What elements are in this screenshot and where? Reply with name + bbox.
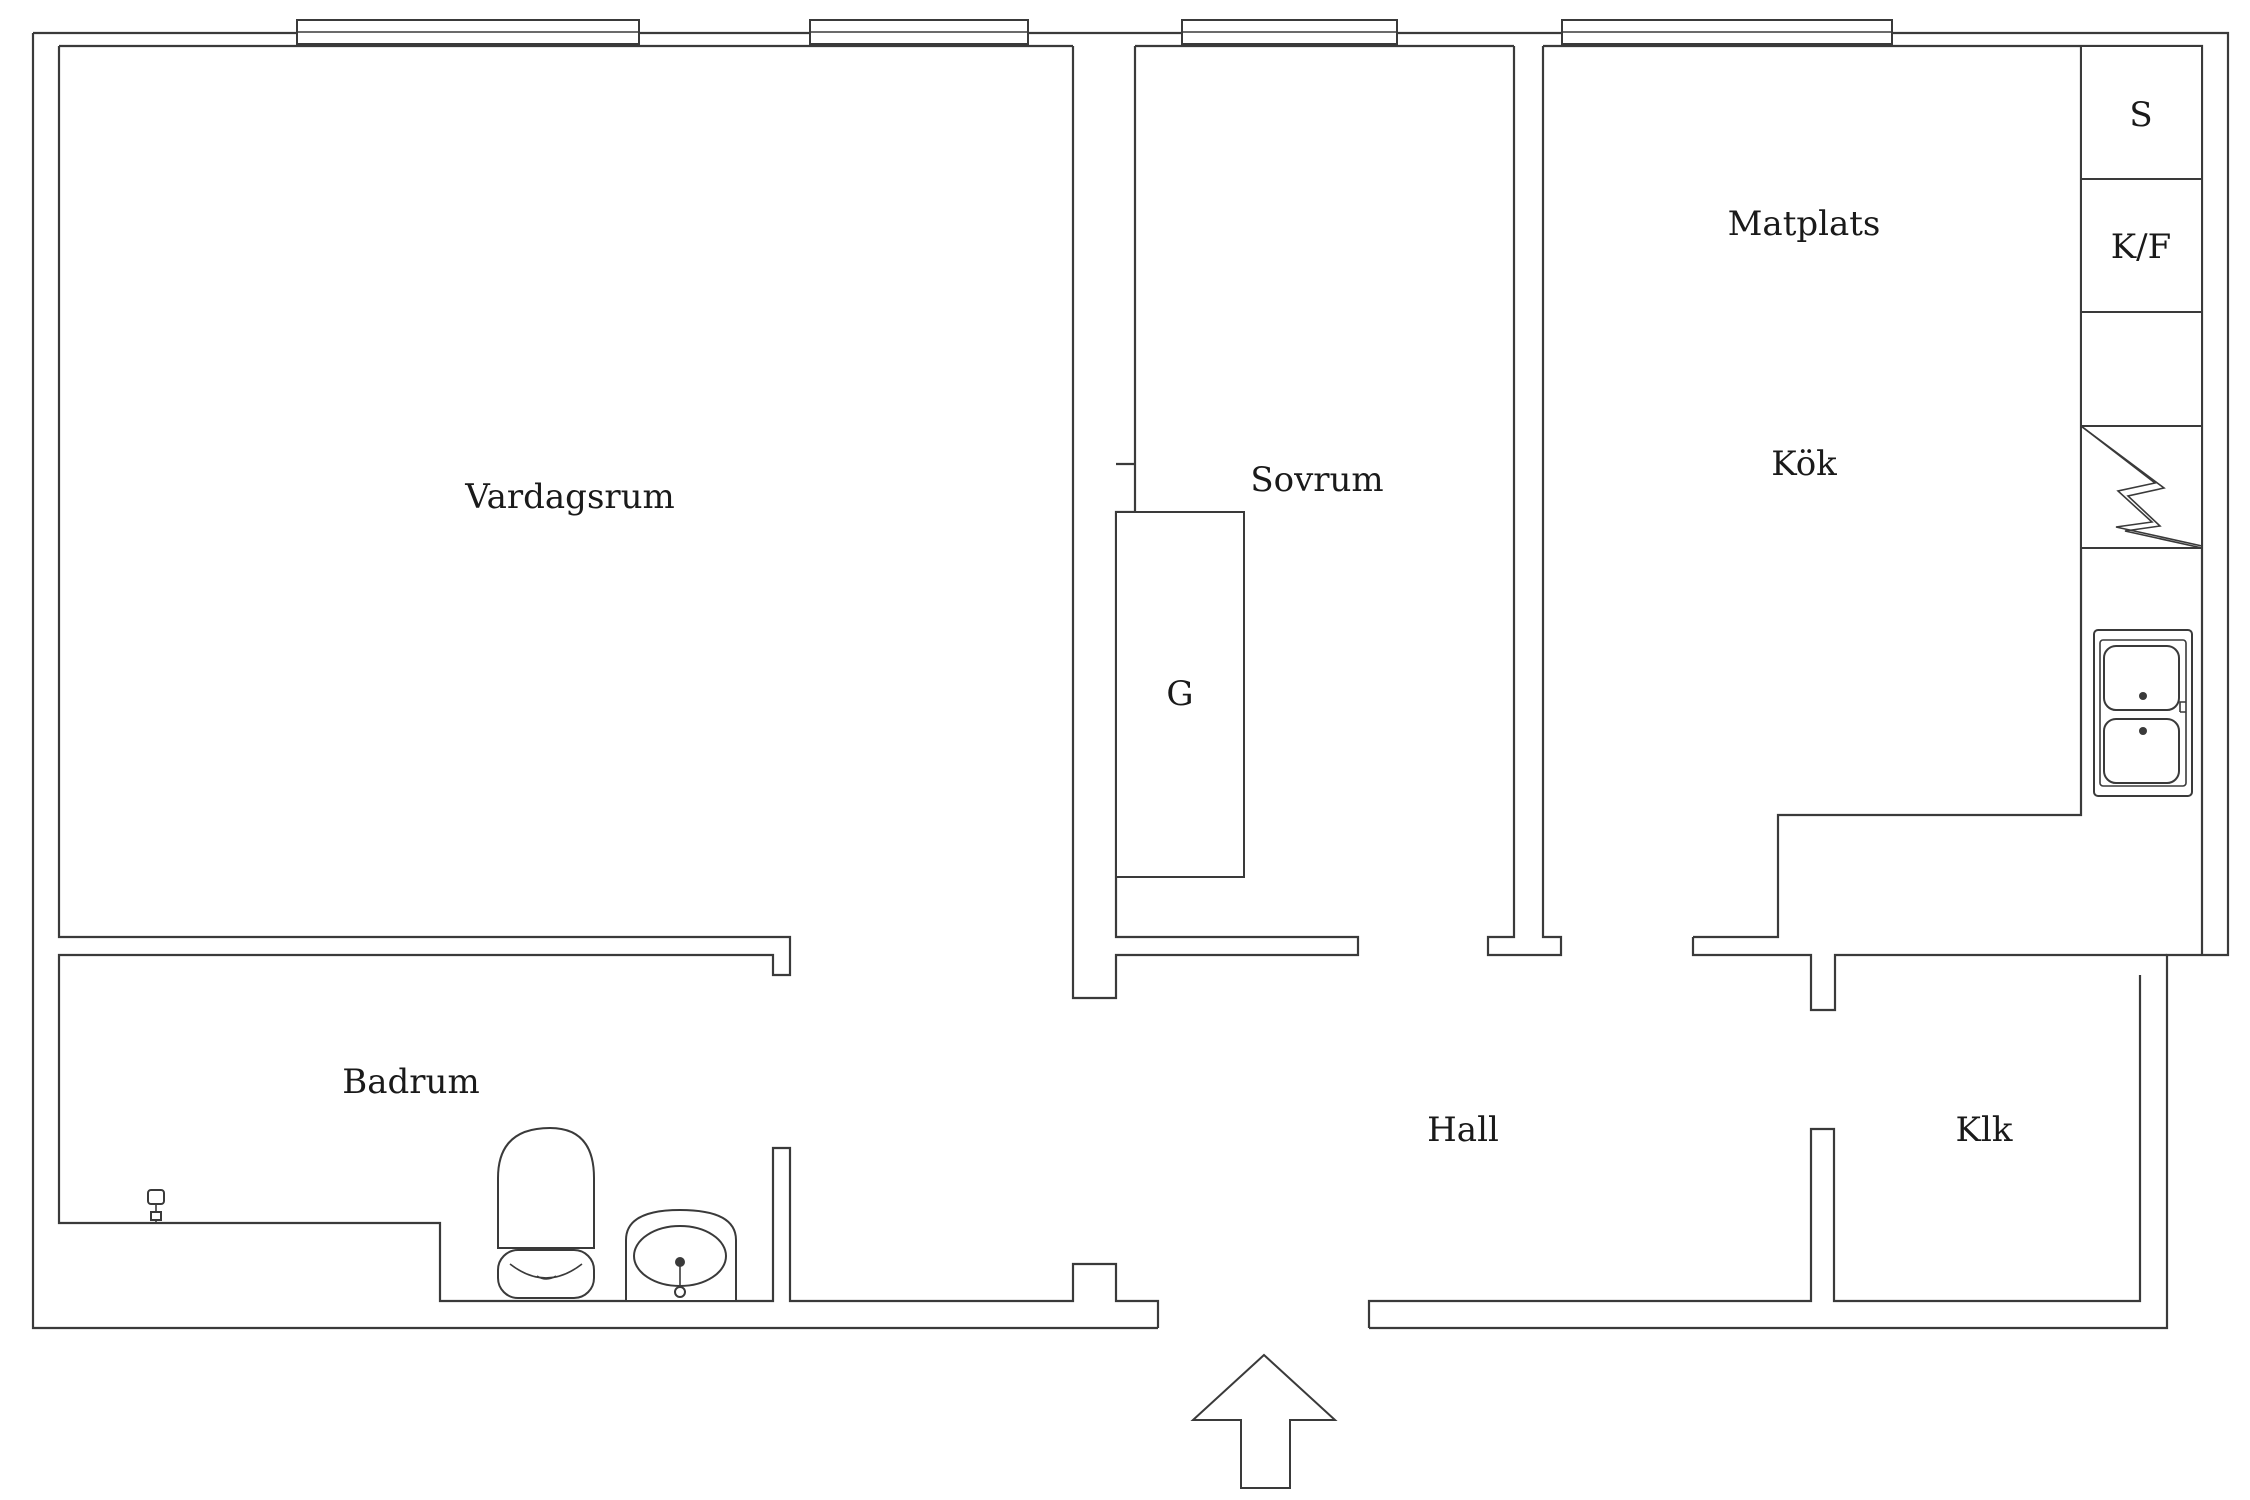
freezer-unit [2080, 45, 2203, 180]
room-label-hall: Hall [1427, 1110, 1499, 1150]
kitchen-units [2080, 45, 2203, 797]
faucet-icon [147, 1189, 165, 1222]
kok-walls [1691, 46, 2167, 1012]
room-label-klk: Klk [1956, 1110, 2013, 1150]
room-label-garderob: G [1166, 674, 1193, 714]
stove-icon [2080, 425, 2203, 549]
window [296, 19, 640, 45]
room-labels: Vardagsrum Sovrum G Matplats Kök Badrum … [342, 95, 2171, 1150]
room-label-vardagsrum: Vardagsrum [464, 477, 675, 517]
unit-label-fridge-freezer: K/F [2111, 227, 2171, 267]
fridge-freezer-unit [2080, 178, 2203, 313]
garderob-cabinet [1115, 511, 1245, 878]
windows [296, 19, 1893, 45]
klk-walls [1367, 975, 2142, 1328]
window [1561, 19, 1893, 45]
room-label-sovrum: Sovrum [1250, 460, 1383, 500]
vardagsrum-walls [57, 46, 1160, 1328]
window [1181, 19, 1398, 45]
sovrum-walls [1071, 46, 1563, 1000]
window [809, 19, 1029, 45]
double-sink-icon [2093, 629, 2193, 797]
entrance-arrow-icon [1190, 1353, 1338, 1489]
counter-unit [2080, 311, 2203, 427]
unit-label-freezer: S [2129, 95, 2152, 135]
room-label-kok: Kök [1771, 444, 1837, 484]
room-label-matplats: Matplats [1728, 204, 1881, 244]
toilet-icon [497, 1126, 595, 1299]
washbasin-icon [625, 1208, 737, 1302]
room-label-badrum: Badrum [342, 1062, 479, 1102]
